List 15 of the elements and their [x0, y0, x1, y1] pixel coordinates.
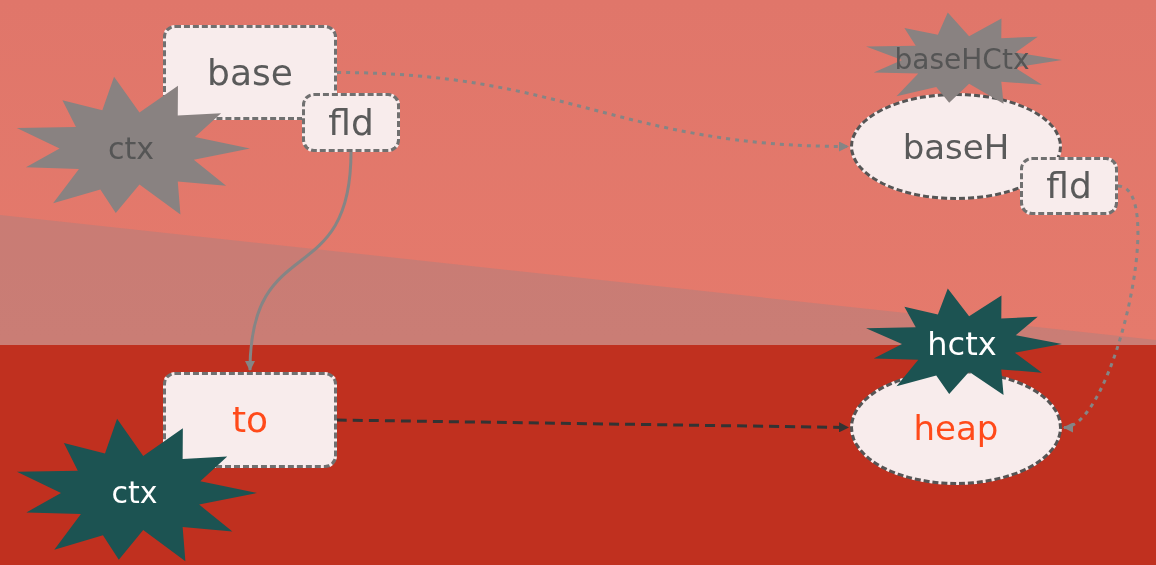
rounded-box — [302, 93, 400, 152]
node-label: base — [207, 54, 293, 91]
node-label: to — [231, 402, 269, 438]
node-label: baseHCtx — [894, 46, 1030, 74]
node-label: heap — [913, 410, 999, 445]
node-label: fld — [328, 104, 374, 141]
node-label: baseH — [902, 129, 1010, 164]
node-label: ctx — [111, 478, 158, 508]
rounded-box — [1020, 157, 1118, 215]
node-label: hctx — [927, 328, 997, 360]
arrow — [336, 71, 849, 152]
arrow — [336, 418, 849, 433]
node-label: fld — [1046, 168, 1092, 204]
arrow — [245, 151, 353, 371]
rounded-box — [163, 372, 337, 468]
